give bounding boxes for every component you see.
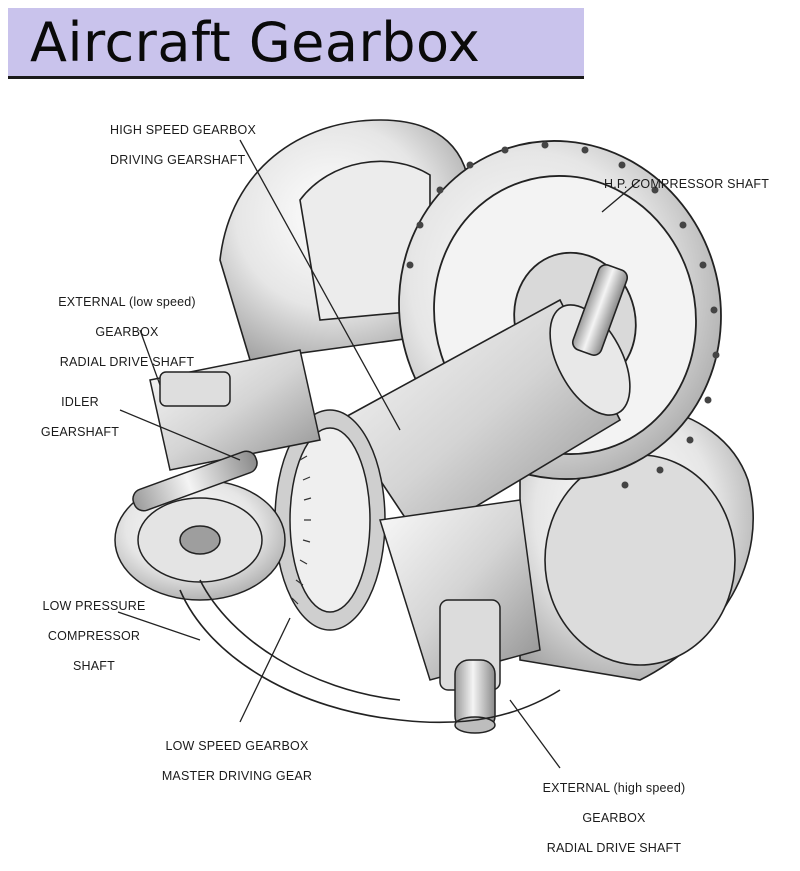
low-speed-master-gear: [274, 409, 386, 631]
page-title: Aircraft Gearbox: [30, 11, 481, 74]
title-banner: Aircraft Gearbox: [8, 8, 584, 79]
central-shaft-cylinder: [338, 264, 631, 542]
label-hp-compressor-shaft: H.P. COMPRESSOR SHAFT: [604, 162, 769, 207]
label-line: GEARBOX: [95, 325, 159, 339]
label-line: EXTERNAL (high speed): [542, 781, 686, 795]
label-line: EXTERNAL (low speed): [58, 295, 196, 309]
label-low-pressure-compressor-shaft: LOW PRESSURE COMPRESSOR SHAFT: [30, 584, 158, 689]
label-line: SHAFT: [73, 659, 115, 673]
gearbox-illustration: [114, 119, 754, 769]
label-line: HIGH SPEED GEARBOX: [110, 123, 256, 137]
label-line: RADIAL DRIVE SHAFT: [59, 355, 195, 369]
label-high-speed-driving-gearshaft: HIGH SPEED GEARBOX DRIVING GEARSHAFT: [110, 108, 256, 183]
label-line: H.P. COMPRESSOR SHAFT: [604, 177, 770, 191]
external-high-speed-drive-housing: [379, 499, 541, 734]
label-idler-gearshaft: IDLER GEARSHAFT: [30, 380, 130, 455]
label-line: DRIVING GEARSHAFT: [110, 153, 246, 167]
label-line: GEARSHAFT: [40, 425, 120, 439]
label-line: RADIAL DRIVE SHAFT: [546, 841, 682, 855]
label-external-low-speed: EXTERNAL (low speed) GEARBOX RADIAL DRIV…: [32, 280, 222, 385]
label-external-high-speed: EXTERNAL (high speed) GEARBOX RADIAL DRI…: [520, 766, 708, 871]
label-line: IDLER: [61, 395, 99, 409]
leader-lines: [117, 139, 641, 769]
left-spur-gear: [114, 479, 286, 601]
label-line: LOW PRESSURE: [42, 599, 146, 613]
lower-casing: [179, 579, 561, 724]
label-line: MASTER DRIVING GEAR: [161, 769, 313, 783]
label-line: COMPRESSOR: [47, 629, 141, 643]
label-low-speed-master-driving-gear: LOW SPEED GEARBOX MASTER DRIVING GEAR: [138, 724, 336, 799]
label-line: LOW SPEED GEARBOX: [165, 739, 309, 753]
label-line: GEARBOX: [582, 811, 646, 825]
